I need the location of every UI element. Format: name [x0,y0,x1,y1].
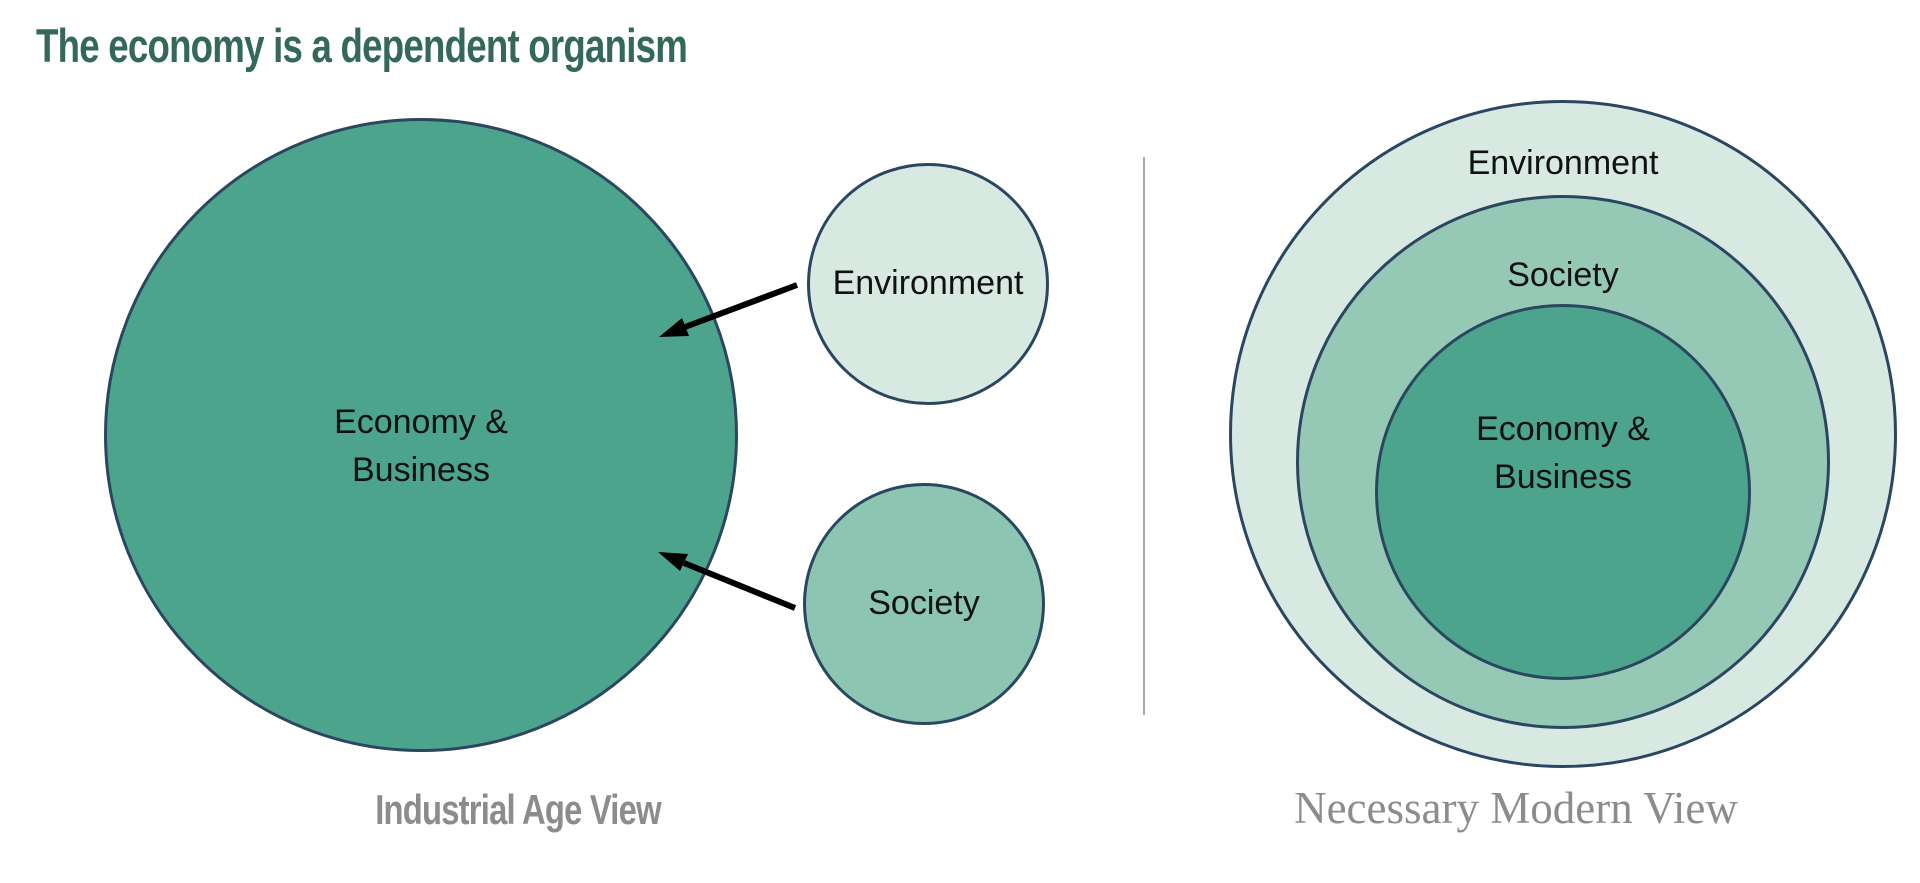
environment-label-right: Environment [1467,144,1659,182]
section-divider [1143,157,1145,715]
environment-label-left: Environment [832,264,1024,303]
necessary-modern-view-caption: Necessary Modern View [1294,783,1738,833]
environment-circle-left: Environment [807,163,1049,405]
economy-business-label-right: Economy & Business [1476,410,1650,496]
economy-business-circle-left: Economy & Business [104,118,738,752]
society-label-right: Society [1507,256,1619,294]
economy-business-core [1375,304,1751,680]
society-circle-left: Society [803,483,1045,725]
society-label-left: Society [868,584,980,623]
industrial-age-view-caption: Industrial Age View [375,786,661,833]
slide-title: The economy is a dependent organism [36,19,688,72]
economy-business-label-left: Economy & Business [334,403,508,489]
